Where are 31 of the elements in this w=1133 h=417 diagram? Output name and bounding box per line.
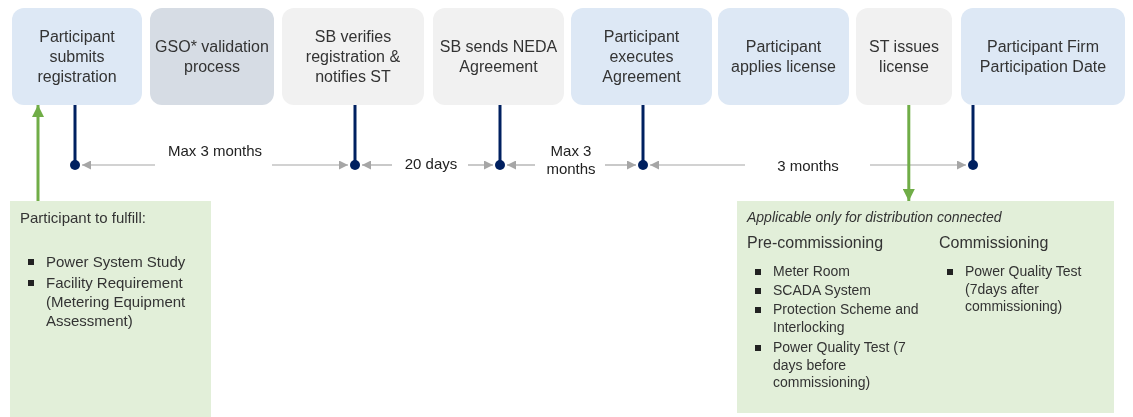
- bullet-item: Protection Scheme and Interlocking: [747, 301, 932, 336]
- box-label: GSO* validation process: [154, 36, 270, 77]
- process-box: [282, 8, 424, 105]
- column-heading: Commissioning: [939, 233, 1050, 253]
- process-box: [433, 8, 564, 105]
- requirements-panel: [737, 201, 1114, 413]
- arrow: [902, 105, 915, 201]
- requirements-panel: [10, 201, 211, 417]
- process-box: [961, 8, 1125, 105]
- process-box: [571, 8, 712, 105]
- box-label: Participant submits registration: [36, 26, 118, 87]
- panel-heading: Participant to fulfill:: [20, 209, 147, 228]
- box-label: SB sends NEDA Agreement: [438, 36, 559, 77]
- box-label: Participant Firm Participation Date: [978, 36, 1108, 77]
- bullet-item: Meter Room: [747, 263, 927, 281]
- arrow: [32, 105, 44, 201]
- bullet-item: Facility Requirement (Metering Equipment Assessment): [20, 274, 210, 331]
- box-label: SB verifies registration & notifies ST: [304, 26, 402, 87]
- box-label: Participant applies license: [730, 36, 837, 77]
- bullet-item: Power System Study: [20, 253, 210, 272]
- box-label: Participant executes Agreement: [601, 26, 682, 87]
- column-heading: Pre-commissioning: [747, 233, 885, 253]
- note-text: Applicable only for distribution connected: [747, 209, 1003, 227]
- process-box: [150, 8, 274, 105]
- process-box: [12, 8, 142, 105]
- box-label: ST issues license: [868, 36, 940, 77]
- process-box: [856, 8, 952, 105]
- process-box: [718, 8, 849, 105]
- bullet-item: Power Quality Test (7 days before commissioning): [747, 339, 932, 392]
- bullet-item: SCADA System: [747, 282, 927, 300]
- bullet-item: Power Quality Test (7days after commissioning): [939, 263, 1099, 316]
